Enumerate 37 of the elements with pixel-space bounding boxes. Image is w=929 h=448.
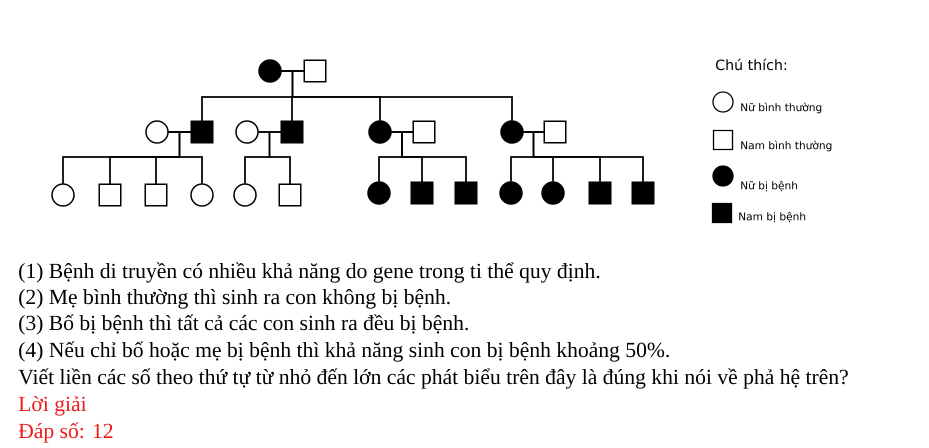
legend-label: Nam bị bệnh: [739, 212, 806, 222]
statement-text: (1) Bệnh di truyền có nhiều khả năng do gene trong ti thể quy định.: [19, 262, 600, 283]
pedigree-square: [588, 182, 612, 204]
pedigree-square: [98, 184, 122, 206]
pedigree-square: [412, 120, 436, 144]
pedigree-square: [304, 60, 326, 82]
legend-title: Chú thích:: [716, 58, 786, 70]
pedigree-square: [632, 182, 654, 204]
pedigree-circle: [145, 120, 169, 144]
descent-line: [178, 131, 203, 184]
answer-text: Đáp số: 12: [18, 422, 112, 443]
pedigree-circle: [190, 183, 214, 207]
pedigree-square: [280, 120, 304, 144]
statement-text: (2) Mẹ bình thường thì sinh ra con không bị bệnh.: [19, 288, 450, 309]
pedigree-square: [544, 120, 566, 144]
pedigree-circle: [368, 120, 392, 144]
pedigree-circle: [258, 59, 282, 83]
solution-heading: Lời giải: [18, 396, 86, 416]
statement-text: (4) Nếu chỉ bố hoặc mẹ bị bệnh thì khả năng sinh con bị bệnh khoảng 50%.: [19, 341, 669, 362]
pedigree-circle: [233, 183, 257, 207]
statement-text: (3) Bố bị bệnh thì tất cả các con sinh ra đều bị bệnh.: [19, 314, 468, 335]
question-text: Viết liền các số theo thứ tự từ nhỏ đến lớn các phát biểu trên đây là đúng khi nói về phả hệ trên?: [18, 368, 848, 389]
pedigree-circle: [499, 181, 523, 205]
pedigree-square: [454, 182, 478, 204]
pedigree-circle: [51, 183, 75, 207]
descent-line: [268, 131, 291, 184]
pedigree-circle: [541, 181, 565, 205]
pedigree-square: [410, 182, 434, 204]
pedigree-square: [278, 184, 302, 206]
pedigree-square: [144, 184, 168, 206]
pedigree-circle: [367, 181, 391, 205]
pedigree-circle: [500, 120, 524, 144]
legend-label: Nữ bình thường: [741, 102, 822, 114]
pedigree-square: [190, 120, 214, 144]
legend-label: Nam bình thường: [741, 140, 832, 152]
legend-label: Nữ bị bệnh: [741, 180, 798, 192]
pedigree-circle: [235, 120, 259, 144]
